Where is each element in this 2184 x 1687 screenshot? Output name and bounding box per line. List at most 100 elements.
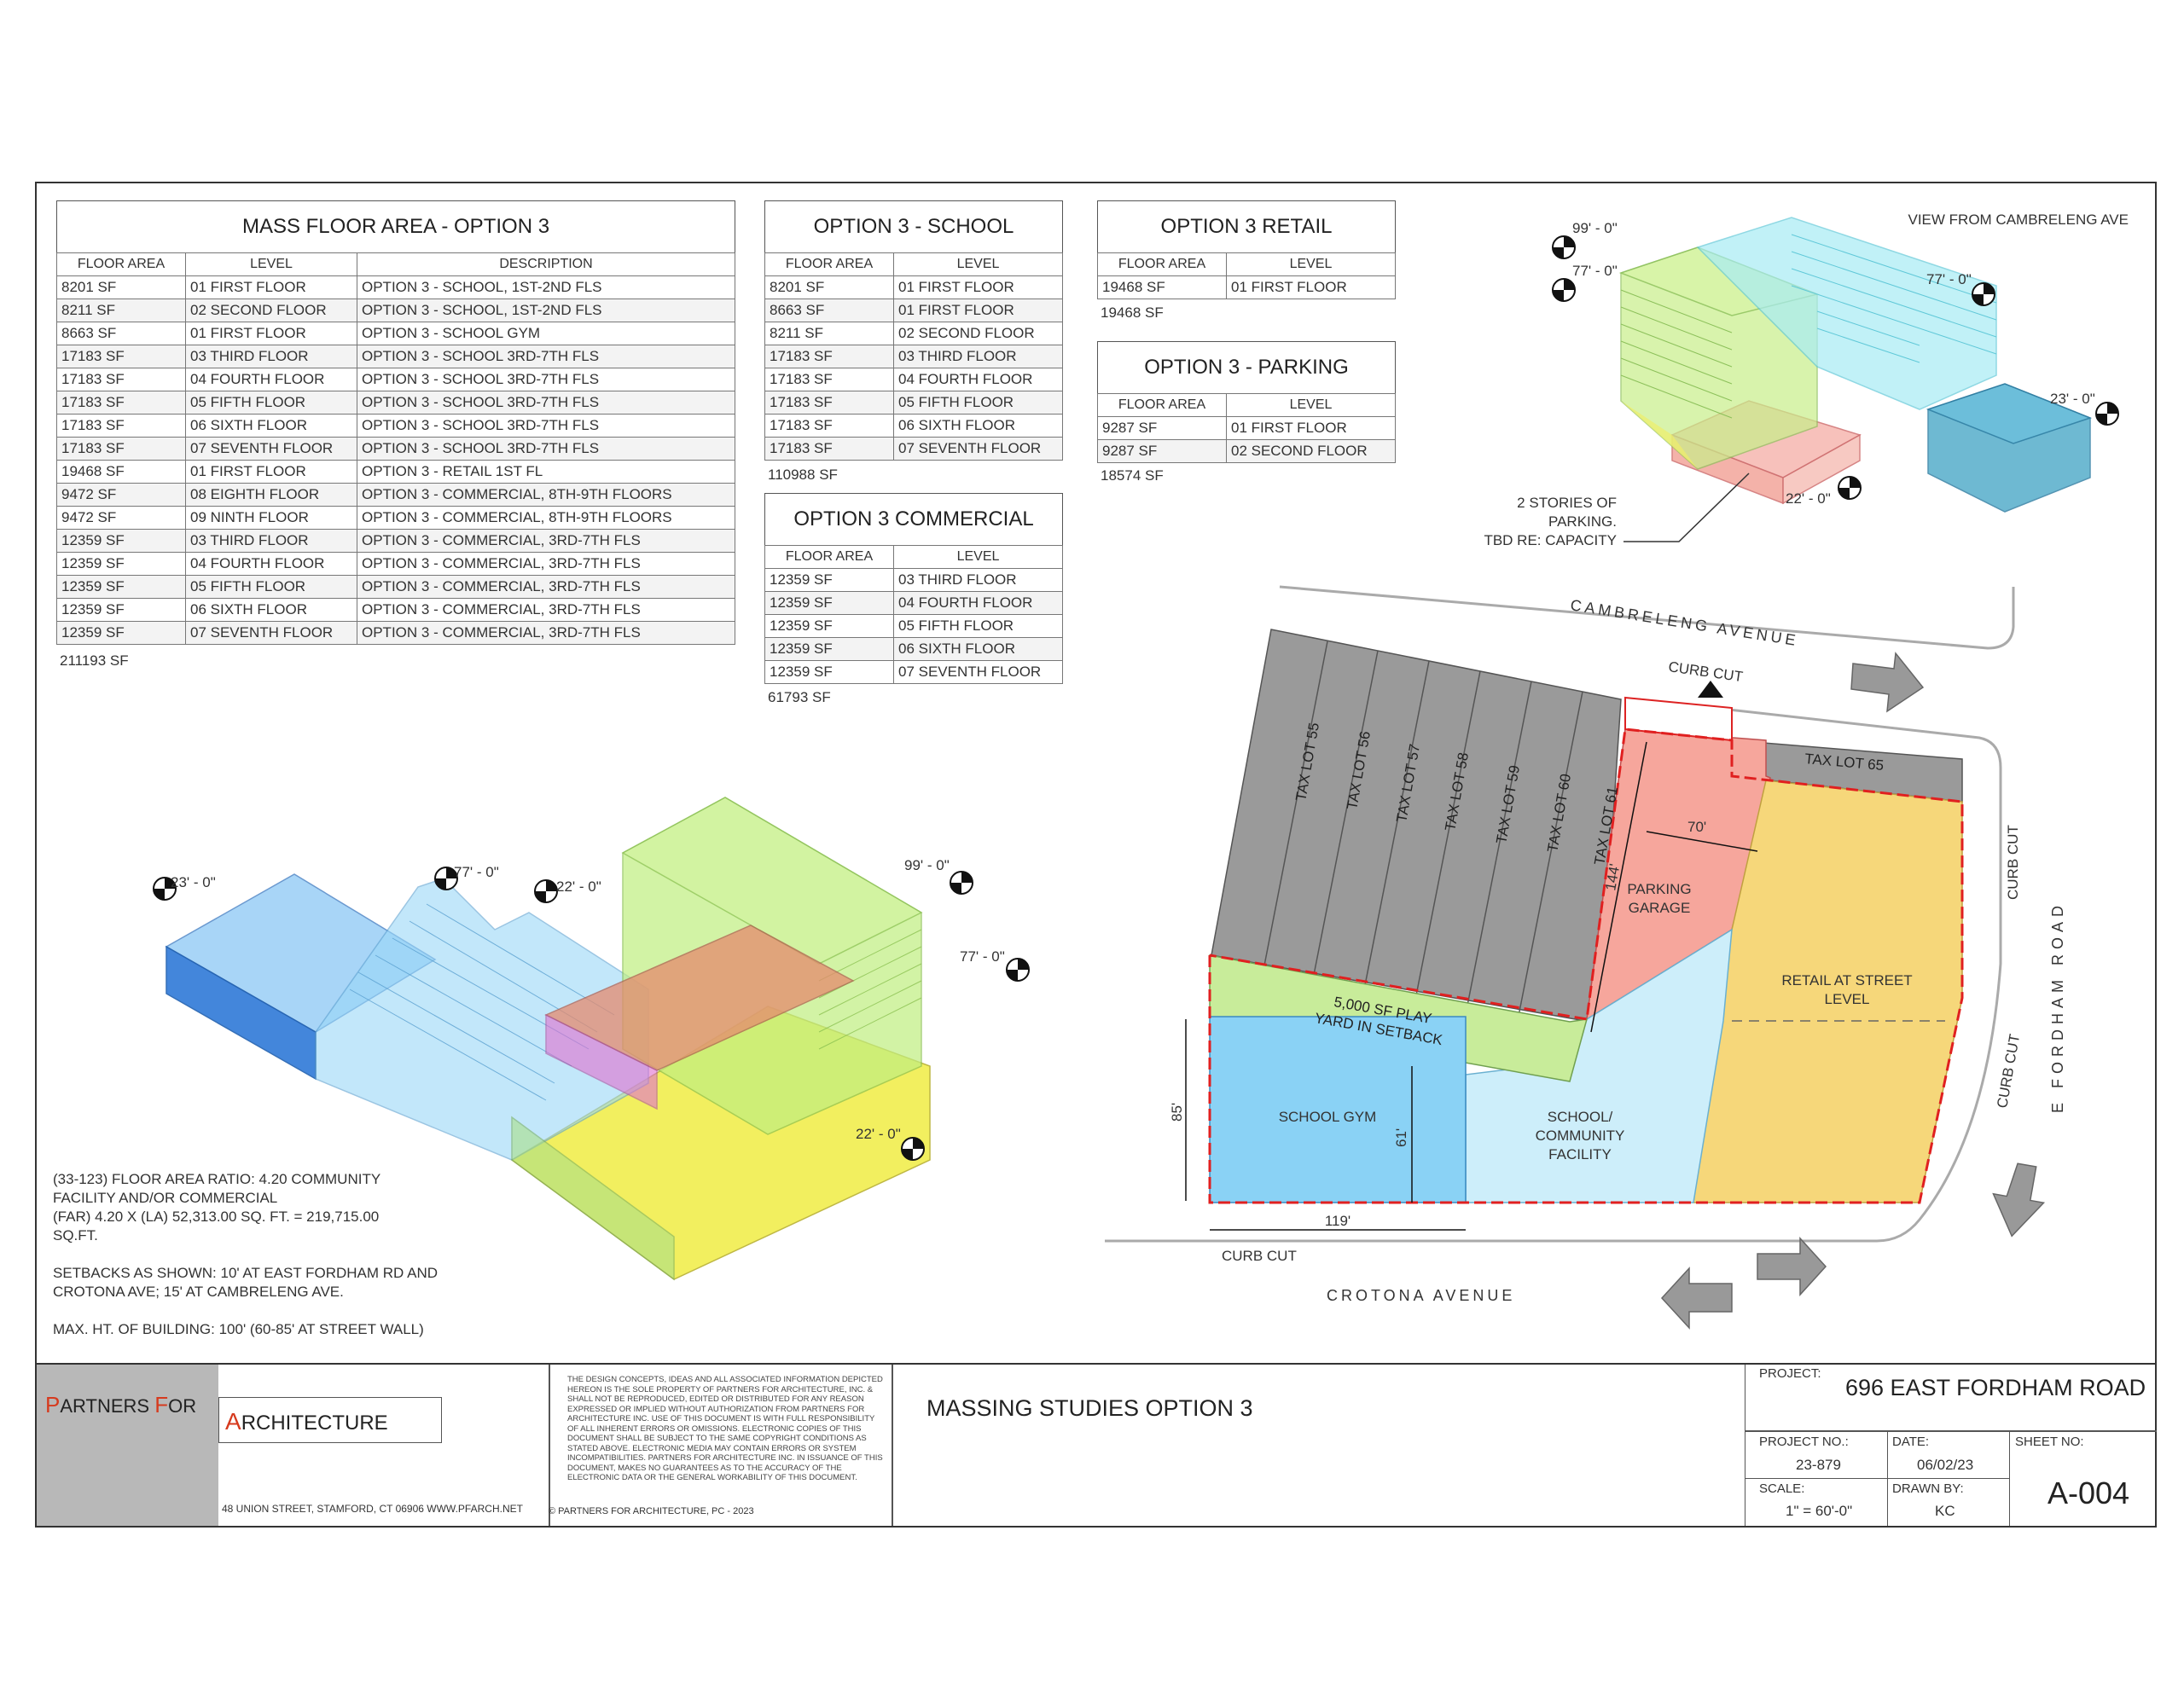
table-cell: 17183 SF	[56, 368, 186, 391]
parking-table-total: 18574 SF	[1101, 467, 1164, 484]
firm-word: RCHITECTURE	[241, 1412, 388, 1435]
table-cell: 07 SEVENTH FLOOR	[893, 437, 1063, 461]
table-cell: 02 SECOND FLOOR	[893, 322, 1063, 345]
parking-label: PARKING	[1627, 881, 1691, 897]
table-cell: OPTION 3 - SCHOOL, 1ST-2ND FLS	[357, 299, 735, 322]
parking-mass-side	[545, 1013, 658, 1110]
retail-label: LEVEL	[1825, 991, 1870, 1007]
leader-line	[1623, 472, 1750, 542]
table-cell: 02 SECOND FLOOR	[185, 299, 357, 322]
note-line: (FAR) 4.20 X (LA) 52,313.00 SQ. FT. = 21…	[53, 1209, 380, 1225]
elevation-label: 77' - 0"	[960, 948, 1005, 965]
table-cell: 9472 SF	[56, 483, 186, 507]
elevation-label: 99' - 0"	[1572, 220, 1618, 236]
firm-name-partners: PARTNERS FOR	[45, 1392, 196, 1418]
lot-lines	[1263, 641, 1583, 1017]
dimension-label: 61'	[1393, 1128, 1409, 1147]
table-cell: OPTION 3 - COMMERCIAL, 3RD-7TH FLS	[357, 621, 735, 645]
table-header: LEVEL	[1226, 393, 1396, 417]
note-line: SQ.FT.	[53, 1227, 98, 1244]
large-isometric-view: 23' - 0" 77' - 0" 22' - 0" 99' - 0" 77' …	[153, 797, 1030, 1281]
curb-line	[1279, 585, 2015, 650]
divider	[892, 1365, 893, 1526]
dimension-lines	[1185, 741, 1758, 1231]
table-cell: 8211 SF	[764, 322, 894, 345]
curb-cut-label: CURB CUT	[1667, 658, 1744, 685]
mass-table-title: MASS FLOOR AREA - OPTION 3	[56, 200, 735, 252]
mass-floor-area-table: MASS FLOOR AREA - OPTION 3 FLOOR AREA LE…	[56, 200, 735, 645]
parking-note: TBD RE: CAPACITY	[1484, 532, 1617, 548]
date-label: DATE:	[1892, 1435, 1930, 1449]
table-cell: 01 FIRST FLOOR	[893, 275, 1063, 299]
elevation-marker-icon	[950, 871, 973, 895]
elevation-label: 99' - 0"	[904, 857, 950, 873]
school-mass	[315, 878, 649, 1161]
firm-initial: F	[154, 1392, 169, 1417]
table-cell: 19468 SF	[56, 460, 186, 484]
traffic-arrow-icon	[1660, 1267, 1733, 1330]
project-no: 23-879	[1796, 1457, 1841, 1473]
dimension-label: 70'	[1687, 819, 1706, 835]
title-block	[35, 1363, 2157, 1529]
table-cell: 17183 SF	[56, 414, 186, 438]
retail-table-title: OPTION 3 RETAIL	[1097, 200, 1396, 252]
parking-mass-front	[1782, 433, 1861, 505]
table-header: LEVEL	[185, 252, 357, 276]
elevation-marker-icon	[901, 1137, 925, 1161]
firm-word: OR	[168, 1395, 197, 1417]
street-label-north: CAMBRELENG AVENUE	[1569, 596, 1800, 649]
elevation-marker-icon	[2095, 402, 2119, 426]
scale-box	[1745, 1479, 1887, 1526]
table-cell: 06 SIXTH FLOOR	[893, 414, 1063, 438]
table-cell: 07 SEVENTH FLOOR	[185, 621, 357, 645]
street-label-east: E FORDHAM ROAD	[2049, 901, 2066, 1113]
elevation-label: 77' - 0"	[1926, 271, 1972, 287]
elevation-marker-icon	[1972, 282, 1995, 306]
parking-label: GARAGE	[1629, 900, 1691, 916]
table-header: FLOOR AREA	[1097, 393, 1227, 417]
table-cell: 12359 SF	[56, 529, 186, 553]
table-cell: 01 FIRST FLOOR	[893, 299, 1063, 322]
table-cell: 12359 SF	[764, 614, 894, 638]
table-cell: 12359 SF	[56, 621, 186, 645]
table-cell: 17183 SF	[56, 345, 186, 368]
table-cell: 17183 SF	[764, 437, 894, 461]
sheet-number: A-004	[2048, 1475, 2130, 1510]
scale-value: 1" = 60'-0"	[1786, 1503, 1853, 1519]
commercial-floor-lines	[1620, 289, 1733, 419]
commercial-table-title: OPTION 3 COMMERCIAL	[764, 493, 1063, 545]
parking-note: PARKING.	[1548, 513, 1617, 530]
street-label-south: CROTONA AVENUE	[1327, 1287, 1515, 1304]
table-cell: OPTION 3 - COMMERCIAL, 3RD-7TH FLS	[357, 575, 735, 599]
table-cell: 04 FOURTH FLOOR	[893, 368, 1063, 391]
note-line: FACILITY AND/OR COMMERCIAL	[53, 1190, 278, 1206]
table-cell: 05 FIFTH FLOOR	[185, 391, 357, 415]
project-box	[1745, 1365, 2157, 1431]
retail-label: RETAIL AT STREET	[1781, 972, 1912, 988]
curb-line	[1105, 698, 2002, 1243]
table-cell: 01 FIRST FLOOR	[185, 322, 357, 345]
project-no-box	[1745, 1431, 1887, 1479]
retail-table: OPTION 3 RETAIL FLOOR AREA LEVEL 19468 S…	[1097, 200, 1396, 299]
table-cell: 06 SIXTH FLOOR	[185, 598, 357, 622]
table-header: LEVEL	[893, 252, 1063, 276]
elevation-label: 77' - 0"	[1572, 263, 1618, 279]
elevation-marker-icon	[1552, 278, 1576, 302]
curb-cut-label: CURB CUT	[2005, 825, 2021, 900]
dimension-label: 119'	[1325, 1213, 1350, 1229]
drawing-sheet-border	[35, 182, 2157, 1528]
table-cell: 12359 SF	[56, 575, 186, 599]
table-cell: OPTION 3 - COMMERCIAL, 8TH-9TH FLOORS	[357, 483, 735, 507]
table-cell: OPTION 3 - SCHOOL 3RD-7TH FLS	[357, 368, 735, 391]
